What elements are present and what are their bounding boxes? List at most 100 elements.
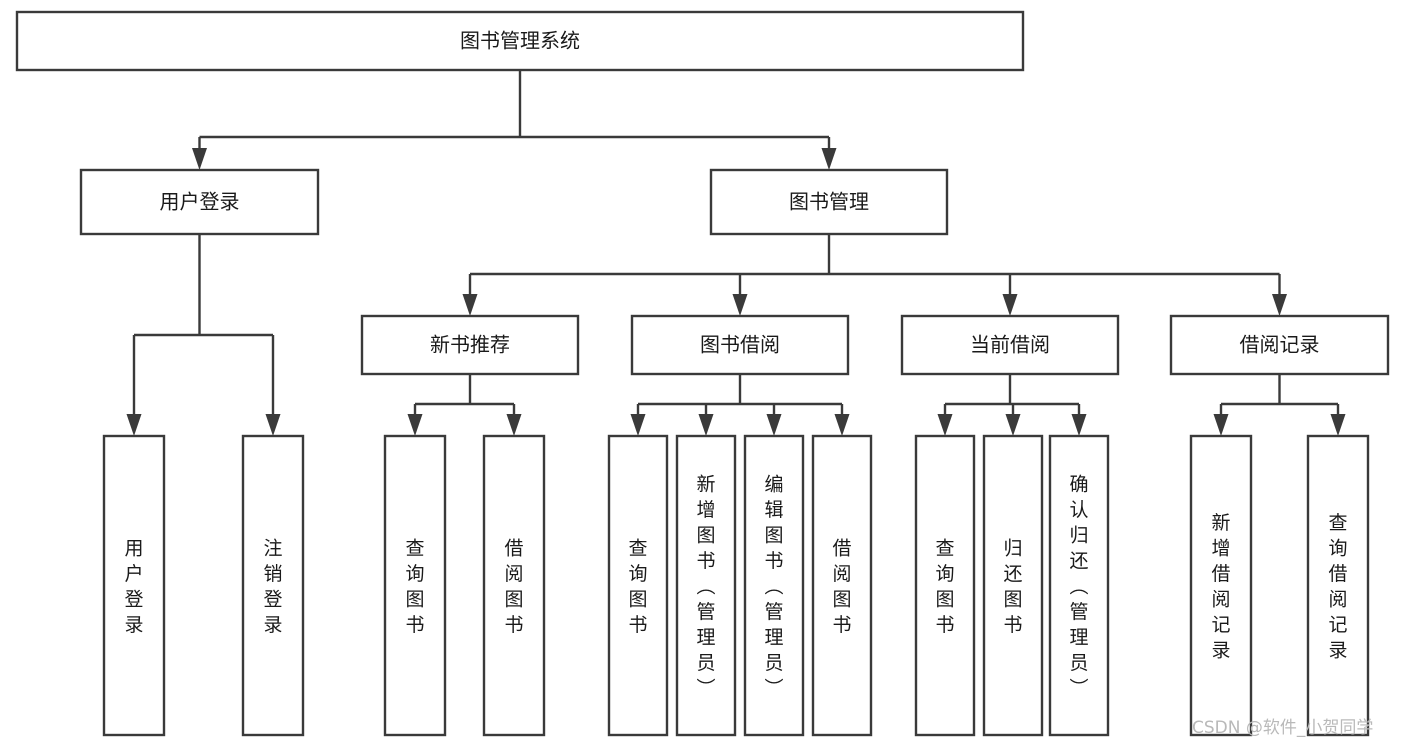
node-label-char: 新 [1211,512,1230,534]
arrow-head-icon [1213,414,1229,436]
node-label-char: 理 [1069,627,1088,649]
node-current[interactable]: 当前借阅 [900,314,1120,376]
node-label-char: 阅 [504,563,523,585]
arrow-head-icon [1272,294,1287,316]
node-box[interactable] [1306,434,1370,737]
node-box[interactable] [982,434,1044,737]
node-box[interactable] [630,314,850,376]
node-leaf-bo-edit[interactable]: 编辑图书︵管理员︶ [743,434,805,737]
node-box[interactable] [607,434,669,737]
node-leaf-bo-query[interactable]: 查询图书 [607,434,669,737]
node-label: 查询图书 [405,537,424,636]
node-label-char: 查 [935,537,954,559]
node-label-char: ︶ [696,678,715,700]
node-label: 当前借阅 [970,333,1050,357]
connector-group-bookmgmt [462,234,1287,316]
node-label-char: 户 [124,563,143,585]
node-box[interactable] [15,10,1025,72]
node-label: 查询图书 [935,537,954,636]
node-leaf-bo-add[interactable]: 新增图书︵管理员︶ [675,434,737,737]
node-label-char: 编 [764,474,783,496]
node-newbook[interactable]: 新书推荐 [360,314,580,376]
node-label-char: 阅 [1211,588,1230,610]
node-leaf-re-query[interactable]: 查询借阅记录 [1306,434,1370,737]
node-label: 注销登录 [263,537,282,636]
node-leaf-re-add[interactable]: 新增借阅记录 [1189,434,1253,737]
node-box[interactable] [811,434,873,737]
node-label-char: ︶ [1069,678,1088,700]
node-box[interactable] [79,168,320,236]
node-bookmgmt[interactable]: 图书管理 [709,168,949,236]
node-label-char: ︵ [696,576,715,598]
node-box[interactable] [1169,314,1390,376]
node-label-char: 图 [1003,588,1022,610]
node-label-char: 图 [764,525,783,547]
node-login[interactable]: 用户登录 [79,168,320,236]
node-label-char: 图 [832,588,851,610]
node-box[interactable] [383,434,447,737]
connector-group-newbook [407,374,522,436]
connector-group-root [192,70,837,170]
node-leaf-nb-borrow[interactable]: 借阅图书 [482,434,546,737]
node-label-char: 图 [935,588,954,610]
node-label-char: 查 [405,537,424,559]
watermark-layer: CSDN @软件_小贺同学 [1192,718,1373,738]
node-label-char: ︵ [764,576,783,598]
node-box[interactable] [102,434,166,737]
node-leaf-nb-query[interactable]: 查询图书 [383,434,447,737]
node-borrow[interactable]: 图书借阅 [630,314,850,376]
node-root[interactable]: 图书管理系统 [15,10,1025,72]
node-label-char: 图 [696,525,715,547]
node-leaf-bo-borrow[interactable]: 借阅图书 [811,434,873,737]
node-box[interactable] [1189,434,1253,737]
node-leaf-cu-confirm[interactable]: 确认归还︵管理员︶ [1048,434,1110,737]
node-label: 新增借阅记录 [1211,512,1230,662]
node-label: 借阅图书 [504,537,523,636]
node-label-char: 查 [628,537,647,559]
node-label: 新增图书︵管理员︶ [696,474,715,700]
node-label-char: 归 [1069,525,1088,547]
node-label-char: 用 [124,537,143,559]
node-leaf-user-login[interactable]: 用户登录 [102,434,166,737]
node-label-char: 录 [263,614,282,636]
node-label-char: 阅 [832,563,851,585]
node-leaf-cu-query[interactable]: 查询图书 [914,434,976,737]
node-label-char: 借 [504,537,523,559]
node-label-char: 归 [1003,537,1022,559]
node-label-char: 书 [935,614,954,636]
node-label-char: 书 [405,614,424,636]
node-leaf-cu-return[interactable]: 归还图书 [982,434,1044,737]
node-box[interactable] [709,168,949,236]
node-label: 归还图书 [1003,537,1022,636]
arrow-head-icon [630,414,646,436]
node-label-char: 还 [1003,563,1022,585]
node-box[interactable] [1048,434,1110,737]
node-leaf-user-logout[interactable]: 注销登录 [241,434,305,737]
node-box[interactable] [743,434,805,737]
node-box[interactable] [914,434,976,737]
node-label: 图书借阅 [700,333,780,357]
node-box[interactable] [675,434,737,737]
node-label: 编辑图书︵管理员︶ [764,474,783,700]
arrow-head-icon [192,148,207,170]
node-box[interactable] [482,434,546,737]
node-label-char: 新 [696,474,715,496]
arrow-head-icon [1005,414,1021,436]
node-label-char: 借 [832,537,851,559]
node-label-char: 阅 [1328,588,1347,610]
node-label-char: 书 [764,550,783,572]
node-box[interactable] [360,314,580,376]
node-box[interactable] [900,314,1120,376]
node-label-char: 借 [1328,563,1347,585]
node-label: 查询借阅记录 [1328,512,1347,662]
node-label-char: 询 [628,563,647,585]
connector-layer [126,70,1346,436]
arrow-head-icon [766,414,782,436]
node-label-char: 记 [1211,614,1230,636]
node-box[interactable] [241,434,305,737]
node-label-char: 书 [1003,614,1022,636]
node-label-char: 增 [1211,537,1230,559]
node-records[interactable]: 借阅记录 [1169,314,1390,376]
node-label-char: 录 [124,614,143,636]
